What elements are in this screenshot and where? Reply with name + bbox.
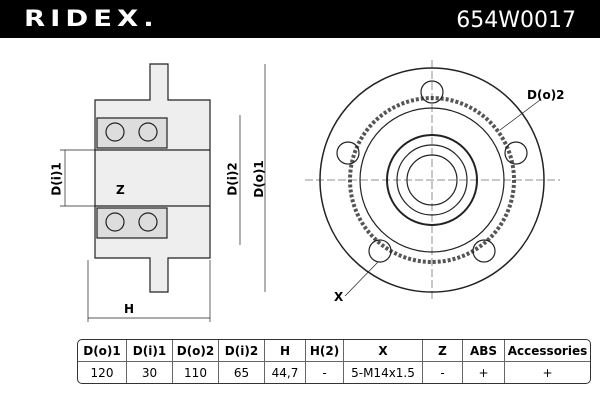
label-d-i1: D(i)1 [49,162,64,196]
label-d-o1: D(o)1 [251,160,266,198]
table-cell: 65 [218,361,265,383]
table-header: D(o)2 [172,340,219,362]
table-header: Z [422,340,463,362]
table-cell: 30 [126,361,173,383]
table-header: D(i)2 [218,340,265,362]
table-cell: 44,7 [264,361,306,383]
spec-table: D(o)1 D(i)1 D(o)2 D(i)2 H H(2) X Z ABS A… [77,339,591,384]
table-header: H [264,340,306,362]
part-number: 654W0017 [456,8,576,33]
table-cell: - [305,361,344,383]
table-header-row: D(o)1 D(i)1 D(o)2 D(i)2 H H(2) X Z ABS A… [78,340,590,362]
table-header: X [343,340,423,362]
table-cell: + [504,361,590,383]
table-row: 120 30 110 65 44,7 - 5-M14x1.5 - + + [78,361,590,383]
header-bar: RIDEX. 654W0017 [0,0,600,38]
table-cell: 110 [172,361,219,383]
table-header: Accessories [504,340,590,362]
table-cell: 5-M14x1.5 [343,361,423,383]
table-header: D(i)1 [126,340,173,362]
table-cell: - [422,361,463,383]
table-header: H(2) [305,340,344,362]
side-section-view [60,63,266,322]
label-h: H [124,302,135,316]
brand-logo: RIDEX. [24,7,159,32]
technical-drawing [60,60,560,322]
label-x: X [334,290,344,304]
label-d-i2: D(i)2 [225,162,240,196]
table-cell: + [462,361,505,383]
table-header: ABS [462,340,505,362]
label-d-o2: D(o)2 [527,88,565,102]
table-header: D(o)1 [78,340,127,362]
label-z: Z [116,183,125,197]
front-view [305,60,560,300]
table-cell: 120 [78,361,127,383]
